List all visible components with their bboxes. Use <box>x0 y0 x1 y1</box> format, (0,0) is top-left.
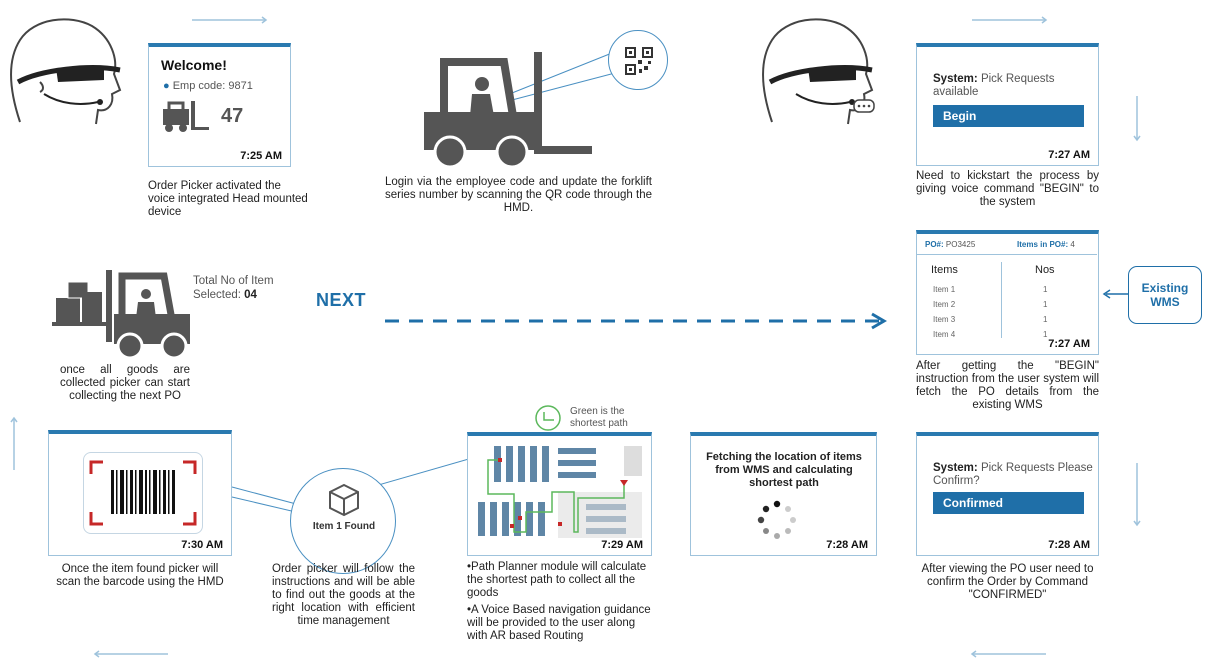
po-number: PO#: PO3425 <box>925 240 975 249</box>
green-path-icon <box>535 405 561 431</box>
table-row-qty: 1 <box>1043 315 1048 324</box>
step8-description: Order picker will follow the instruction… <box>272 563 415 627</box>
welcome-screen: Welcome! ● Emp code: 9871 47 7:25 AM <box>148 43 291 167</box>
qr-code-icon <box>625 47 653 75</box>
next-description: once all goods are collected picker can … <box>60 364 190 402</box>
system-text: Pick Requests Please Confirm? <box>933 462 1093 487</box>
screen-time: 7:27 AM <box>1048 338 1090 350</box>
items-label: Items in PO#: <box>1017 240 1069 249</box>
emp-code-row: ● Emp code: 9871 <box>163 80 253 92</box>
screen-time: 7:30 AM <box>181 539 223 551</box>
po-screen: PO#: PO3425 Items in PO#: 4 Items Nos It… <box>916 230 1099 355</box>
welcome-title: Welcome! <box>161 57 227 73</box>
person-hmd-voice-icon <box>762 18 875 125</box>
nos-header: Nos <box>1035 264 1055 276</box>
table-row-qty: 1 <box>1043 300 1048 309</box>
items-value: 4 <box>1070 240 1075 249</box>
system-message: System: Pick Requests available <box>933 73 1093 99</box>
loading-spinner-icon <box>757 500 796 539</box>
screen-time: 7:28 AM <box>826 539 868 551</box>
table-row: Item 4 <box>933 330 956 339</box>
system-message: System: Pick Requests Please Confirm? <box>933 462 1093 488</box>
step1-description: Order Picker activated the voice integra… <box>148 180 308 218</box>
fetching-screen: Fetching the location of items from WMS … <box>690 432 877 556</box>
next-label: NEXT <box>316 290 367 310</box>
person-hmd-icon <box>10 18 122 125</box>
step2-description: Login via the employee code and update t… <box>385 176 652 214</box>
scan-frame <box>83 452 203 534</box>
begin-button[interactable]: Begin <box>933 105 1084 127</box>
warehouse-map <box>478 446 642 538</box>
items-header: Items <box>931 264 958 276</box>
forklift-driver-icon <box>424 52 592 169</box>
fetching-text: Fetching the location of items from WMS … <box>706 451 862 489</box>
shortest-path-legend: Green is the shortest path <box>570 406 628 429</box>
step7-description-2: •A Voice Based navigation guidance will … <box>467 604 651 642</box>
po-value: PO3425 <box>945 240 976 249</box>
screen-time: 7:27 AM <box>1048 149 1090 161</box>
step4-description: After getting the "BEGIN" instruction fr… <box>916 360 1099 411</box>
step3-description: Need to kickstart the process by giving … <box>916 170 1099 208</box>
step7-description-1: •Path Planner module will calculate the … <box>467 561 647 599</box>
step9-description: Once the item found picker will scan the… <box>56 563 224 588</box>
barcode-scan-icon <box>89 460 197 526</box>
column-divider <box>1001 262 1002 338</box>
box-icon <box>329 483 359 517</box>
system-label: System: <box>933 462 978 474</box>
item-found-circle: Item 1 Found <box>290 468 396 574</box>
loaded-forklift-icon <box>52 270 190 360</box>
table-row: Item 3 <box>933 315 956 324</box>
item-found-label: Item 1 Found <box>312 521 376 532</box>
forklift-number: 47 <box>221 105 244 127</box>
system-text: Pick Requests available <box>933 73 1055 98</box>
total-value: 04 <box>244 289 257 301</box>
table-row-qty: 1 <box>1043 285 1048 294</box>
screen-time: 7:25 AM <box>240 150 282 162</box>
screen-time: 7:29 AM <box>601 539 643 551</box>
divider <box>917 254 1097 255</box>
screen-time: 7:28 AM <box>1048 539 1090 551</box>
user-icon: ● <box>163 80 170 92</box>
step5-description: After viewing the PO user need to confir… <box>921 563 1094 601</box>
system-label: System: <box>933 73 978 85</box>
confirm-screen: System: Pick Requests Please Confirm? Co… <box>916 432 1099 556</box>
qr-circle <box>608 30 668 90</box>
emp-code-text: Emp code: 9871 <box>172 80 253 92</box>
total-items: Total No of Item Selected: 04 <box>193 274 313 302</box>
table-row-qty: 1 <box>1043 330 1048 339</box>
table-row: Item 1 <box>933 285 956 294</box>
table-row: Item 2 <box>933 300 956 309</box>
path-map-screen: 7:29 AM <box>467 432 652 556</box>
barcode-screen: 7:30 AM <box>48 430 232 556</box>
total-label: Total No of Item Selected: <box>193 275 274 301</box>
forklift-small-icon <box>163 101 209 132</box>
begin-screen: System: Pick Requests available Begin 7:… <box>916 43 1099 166</box>
po-label: PO#: <box>925 240 944 249</box>
existing-wms-box: Existing WMS <box>1128 266 1202 324</box>
confirmed-button[interactable]: Confirmed <box>933 492 1084 514</box>
items-count: Items in PO#: 4 <box>1017 240 1075 249</box>
